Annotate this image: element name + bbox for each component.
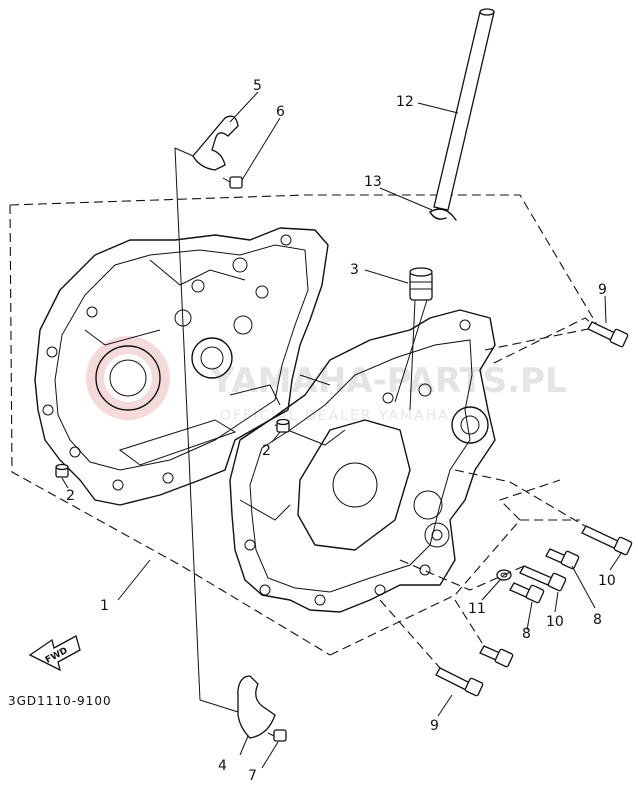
callout-8-middle: 8	[522, 626, 531, 642]
bolt-8-middle	[509, 582, 545, 604]
callout-2-right: 2	[262, 443, 271, 459]
callout-1: 1	[100, 598, 109, 614]
callout-4: 5	[253, 78, 262, 94]
dowel-pin-right	[276, 418, 290, 433]
screw-top	[222, 176, 243, 189]
callout-9-bottom: 9	[430, 718, 439, 734]
callout-7: 7	[248, 768, 257, 784]
bolt-9-top	[587, 321, 629, 348]
callout-3: 3	[350, 262, 359, 278]
screw-bottom	[267, 729, 287, 742]
callout-9-top: 9	[598, 282, 607, 298]
breather-hose	[433, 8, 495, 211]
bolt-10-right	[581, 525, 633, 556]
dowel-pin-left	[55, 463, 69, 478]
right-crankcase	[229, 309, 496, 613]
callout-13: 13	[364, 174, 382, 190]
bracket-bottom	[237, 675, 276, 739]
watermark-sub: OFFICIAL DEALER YAMAHA	[220, 408, 450, 424]
hose-clip	[429, 208, 457, 221]
bolt-9-bottom	[435, 667, 484, 697]
callout-2-left: 2	[66, 488, 75, 504]
callout-5: 6	[276, 104, 285, 120]
callout-11: 11	[468, 601, 486, 617]
callout-leaders	[61, 91, 623, 769]
callout-8-right: 8	[593, 612, 602, 628]
callout-6: 4	[218, 758, 227, 774]
bracket-top	[192, 115, 239, 171]
watermark: YAMAHA-PARTS.PL OFFICIAL DEALER YAMAHA	[86, 336, 567, 424]
callout-10-right: 10	[598, 573, 616, 589]
assembly-outline	[9, 194, 601, 656]
bolt-10-middle	[519, 565, 567, 592]
part-code: 3GD1110-9100	[8, 694, 112, 708]
fwd-arrow-icon: FWD	[28, 635, 81, 672]
callout-10-middle: 10	[546, 614, 564, 630]
left-crankcase	[34, 227, 329, 506]
callout-12: 12	[396, 94, 414, 110]
breather-fitting	[394, 267, 433, 411]
bolt-8-right	[545, 548, 580, 570]
bolt-8-lower	[479, 645, 514, 668]
watermark-main: YAMAHA-PARTS.PL	[209, 361, 567, 401]
